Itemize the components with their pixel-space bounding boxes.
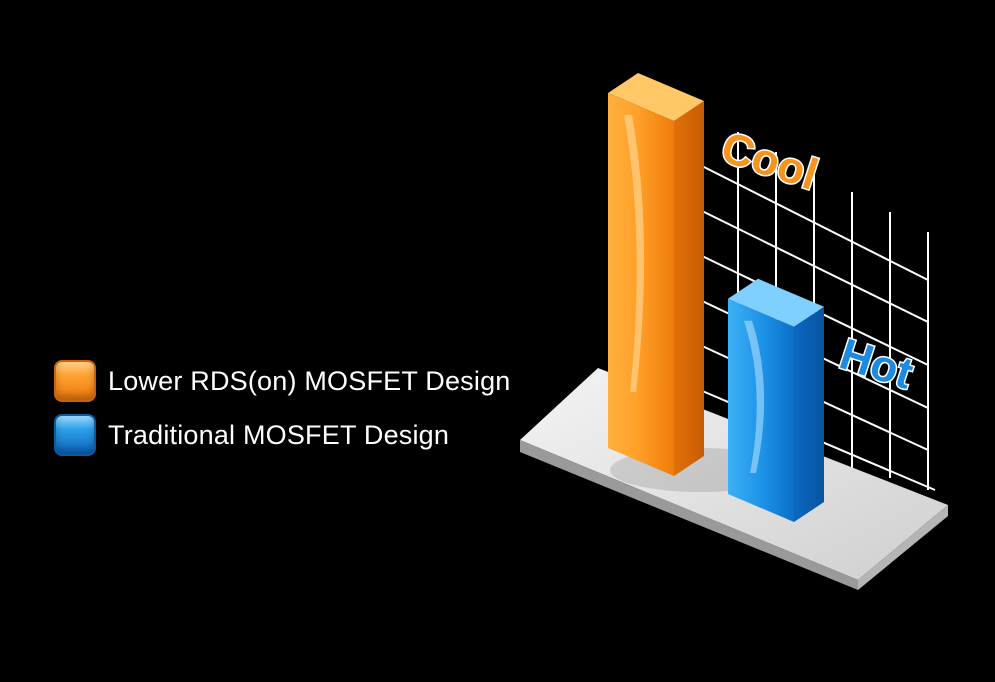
bar-highlight <box>624 115 645 392</box>
legend: Lower RDS(on) MOSFET Design Traditional … <box>54 358 511 466</box>
bar-top-face <box>728 278 824 327</box>
legend-label: Traditional MOSFET Design <box>108 419 450 450</box>
grid-line <box>699 209 929 323</box>
bar-traditional <box>728 278 824 522</box>
bar-side-face <box>794 306 824 522</box>
legend-swatch-blue <box>54 414 96 456</box>
bar-side-face <box>674 101 704 476</box>
bar-top-face <box>608 73 704 121</box>
annotation-hot: Hot <box>834 330 919 399</box>
grid-line <box>699 164 929 281</box>
legend-swatch-orange <box>54 360 96 402</box>
bar-highlight <box>744 320 765 474</box>
bars-layer <box>608 73 824 522</box>
legend-item-lower-rds: Lower RDS(on) MOSFET Design <box>54 358 511 404</box>
annotation-cool: Cool <box>715 123 823 200</box>
legend-item-traditional: Traditional MOSFET Design <box>54 412 511 458</box>
bar-lower-rds <box>608 73 704 476</box>
legend-label: Lower RDS(on) MOSFET Design <box>108 365 511 396</box>
